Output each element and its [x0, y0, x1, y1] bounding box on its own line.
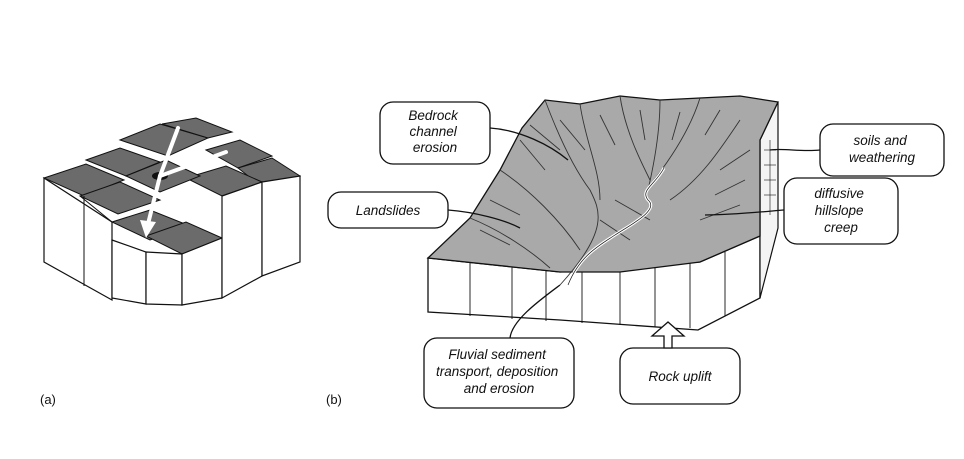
column-lattice [42, 117, 302, 306]
leader-line [489, 127, 569, 161]
column-face [221, 181, 263, 300]
callout-line: creep [824, 220, 858, 235]
leader-line [447, 209, 521, 229]
callout-line: hillslope [815, 203, 864, 218]
column-top [161, 117, 234, 139]
column-face [261, 175, 301, 277]
arrowhead [140, 220, 156, 238]
callout-line: Fluvial sediment [448, 347, 547, 362]
svg-text:Fluvial sediment transpo: Fluvial sediment transport, deposition a… [436, 347, 562, 396]
river-banks [567, 167, 665, 286]
callout-soils-weathering: soils and weathering [769, 123, 945, 177]
column-face [111, 239, 147, 305]
svg-text:diffusive hillslope: diffusive hillslope creep [814, 186, 867, 235]
lattice-left-face [43, 176, 113, 302]
callout-box [619, 347, 741, 405]
panel-label-a: (a) [40, 392, 56, 407]
drainage-network [469, 95, 751, 286]
column-top [78, 181, 162, 215]
callout-landslides: Landslides [327, 191, 521, 229]
leader-line [769, 148, 821, 152]
callout-line: erosion [413, 140, 457, 155]
callout-box [783, 177, 899, 245]
svg-text:soils and weathering: soils and weathering [849, 133, 916, 165]
callout-bedrock-channel-erosion: Bedrock channel erosion [379, 101, 569, 165]
uplift-arrow [650, 321, 686, 349]
callout-rock-uplift: Rock uplift [619, 321, 741, 405]
svg-text:Bedrock channel er: Bedrock channel erosion [408, 108, 461, 155]
callout-line: transport, deposition [436, 364, 558, 379]
callout-line: Landslides [356, 203, 421, 218]
column-edge [79, 195, 113, 223]
column-top [204, 139, 274, 169]
callout-line: channel [409, 124, 457, 139]
callout-diffusive-hillslope-creep: diffusive hillslope creep [704, 177, 899, 245]
column-face [145, 251, 183, 306]
callout-box [379, 101, 491, 165]
leader-line [704, 209, 785, 216]
landscape-block [426, 95, 779, 331]
callout-line: weathering [849, 150, 916, 165]
callout-line: Rock uplift [648, 369, 712, 384]
callout-fluvial-sediment: Fluvial sediment transport, deposition a… [423, 284, 575, 409]
leader-line [509, 284, 561, 339]
callout-line: diffusive [814, 186, 864, 201]
callout-line: and erosion [464, 381, 535, 396]
callout-line: Bedrock [408, 108, 459, 123]
callout-line: soils and [853, 133, 907, 148]
uplift-columns [469, 250, 726, 328]
flow-arrows [140, 126, 228, 238]
panel-label-b: (b) [326, 392, 342, 407]
callout-box [423, 337, 575, 409]
